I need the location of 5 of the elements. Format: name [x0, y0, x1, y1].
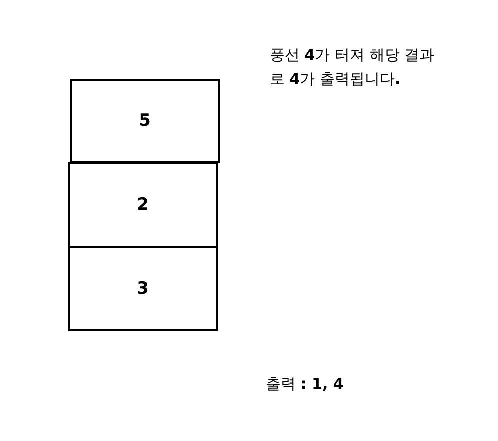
stack-box: 2	[68, 162, 218, 248]
note-text: 풍선 4가 터져 해당 결과로 4가 출력됩니다.	[270, 45, 436, 90]
stack-box: 3	[68, 246, 218, 331]
stack-box: 5	[70, 79, 220, 163]
output-text: 출력 : 1, 4	[266, 374, 345, 395]
